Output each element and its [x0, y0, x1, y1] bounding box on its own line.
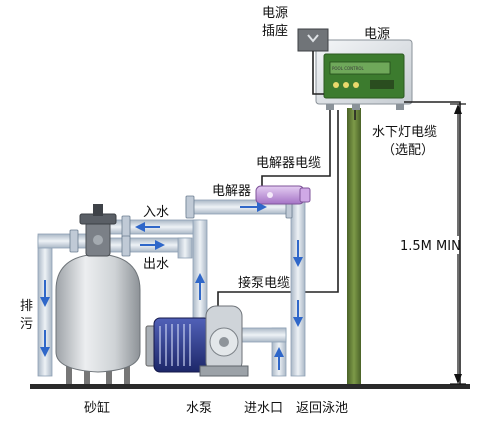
- label-pump-cable: 接泵电缆: [238, 275, 290, 291]
- svg-text:POOL CONTROL: POOL CONTROL: [332, 66, 365, 71]
- pipe-pump-inlet: [239, 327, 287, 343]
- label-power-socket-2: 插座: [262, 24, 288, 39]
- control-box: POOL CONTROL: [315, 39, 413, 110]
- label-drain-2: 污: [20, 317, 33, 332]
- label-inlet: 进水口: [244, 401, 283, 416]
- pipe-outlet-riser: [177, 237, 193, 259]
- support-post: [347, 108, 361, 384]
- pipe-return-vertical: [290, 199, 306, 377]
- label-electrolyzer: 电解器: [212, 184, 251, 199]
- water-pump: [145, 305, 249, 377]
- label-underwater-cable-2: （选配）: [382, 143, 434, 158]
- pipe-drain-vertical: [37, 235, 53, 377]
- label-electrolyzer-cable: 电解器电缆: [256, 155, 321, 171]
- label-return-pool: 返回泳池: [296, 401, 348, 416]
- label-power-socket-1: 电源: [262, 6, 288, 21]
- pump-cable: [217, 110, 339, 318]
- electrolyzer-cable: [261, 110, 331, 188]
- label-drain-1: 排: [20, 299, 33, 314]
- electrolyzer: [255, 185, 311, 205]
- label-underwater-cable-1: 水下灯电缆: [372, 124, 437, 140]
- power-socket: [297, 28, 329, 52]
- label-water-pump: 水泵: [186, 401, 212, 416]
- cables: [217, 51, 461, 384]
- pipe-pump-riser: [192, 219, 208, 325]
- label-water-in: 入水: [143, 205, 169, 220]
- ground-line: [30, 384, 470, 389]
- power-cable: [312, 51, 324, 95]
- height-dimension: [450, 103, 466, 385]
- flow-arrows: [40, 202, 303, 370]
- label-sand-tank: 砂缸: [84, 400, 110, 416]
- underwater-lamp-cable: [404, 101, 461, 384]
- sand-filter-tank: [55, 204, 141, 384]
- label-water-out: 出水: [143, 257, 169, 272]
- label-power: 电源: [364, 27, 390, 42]
- label-min-height: 1.5M MIN: [400, 239, 461, 254]
